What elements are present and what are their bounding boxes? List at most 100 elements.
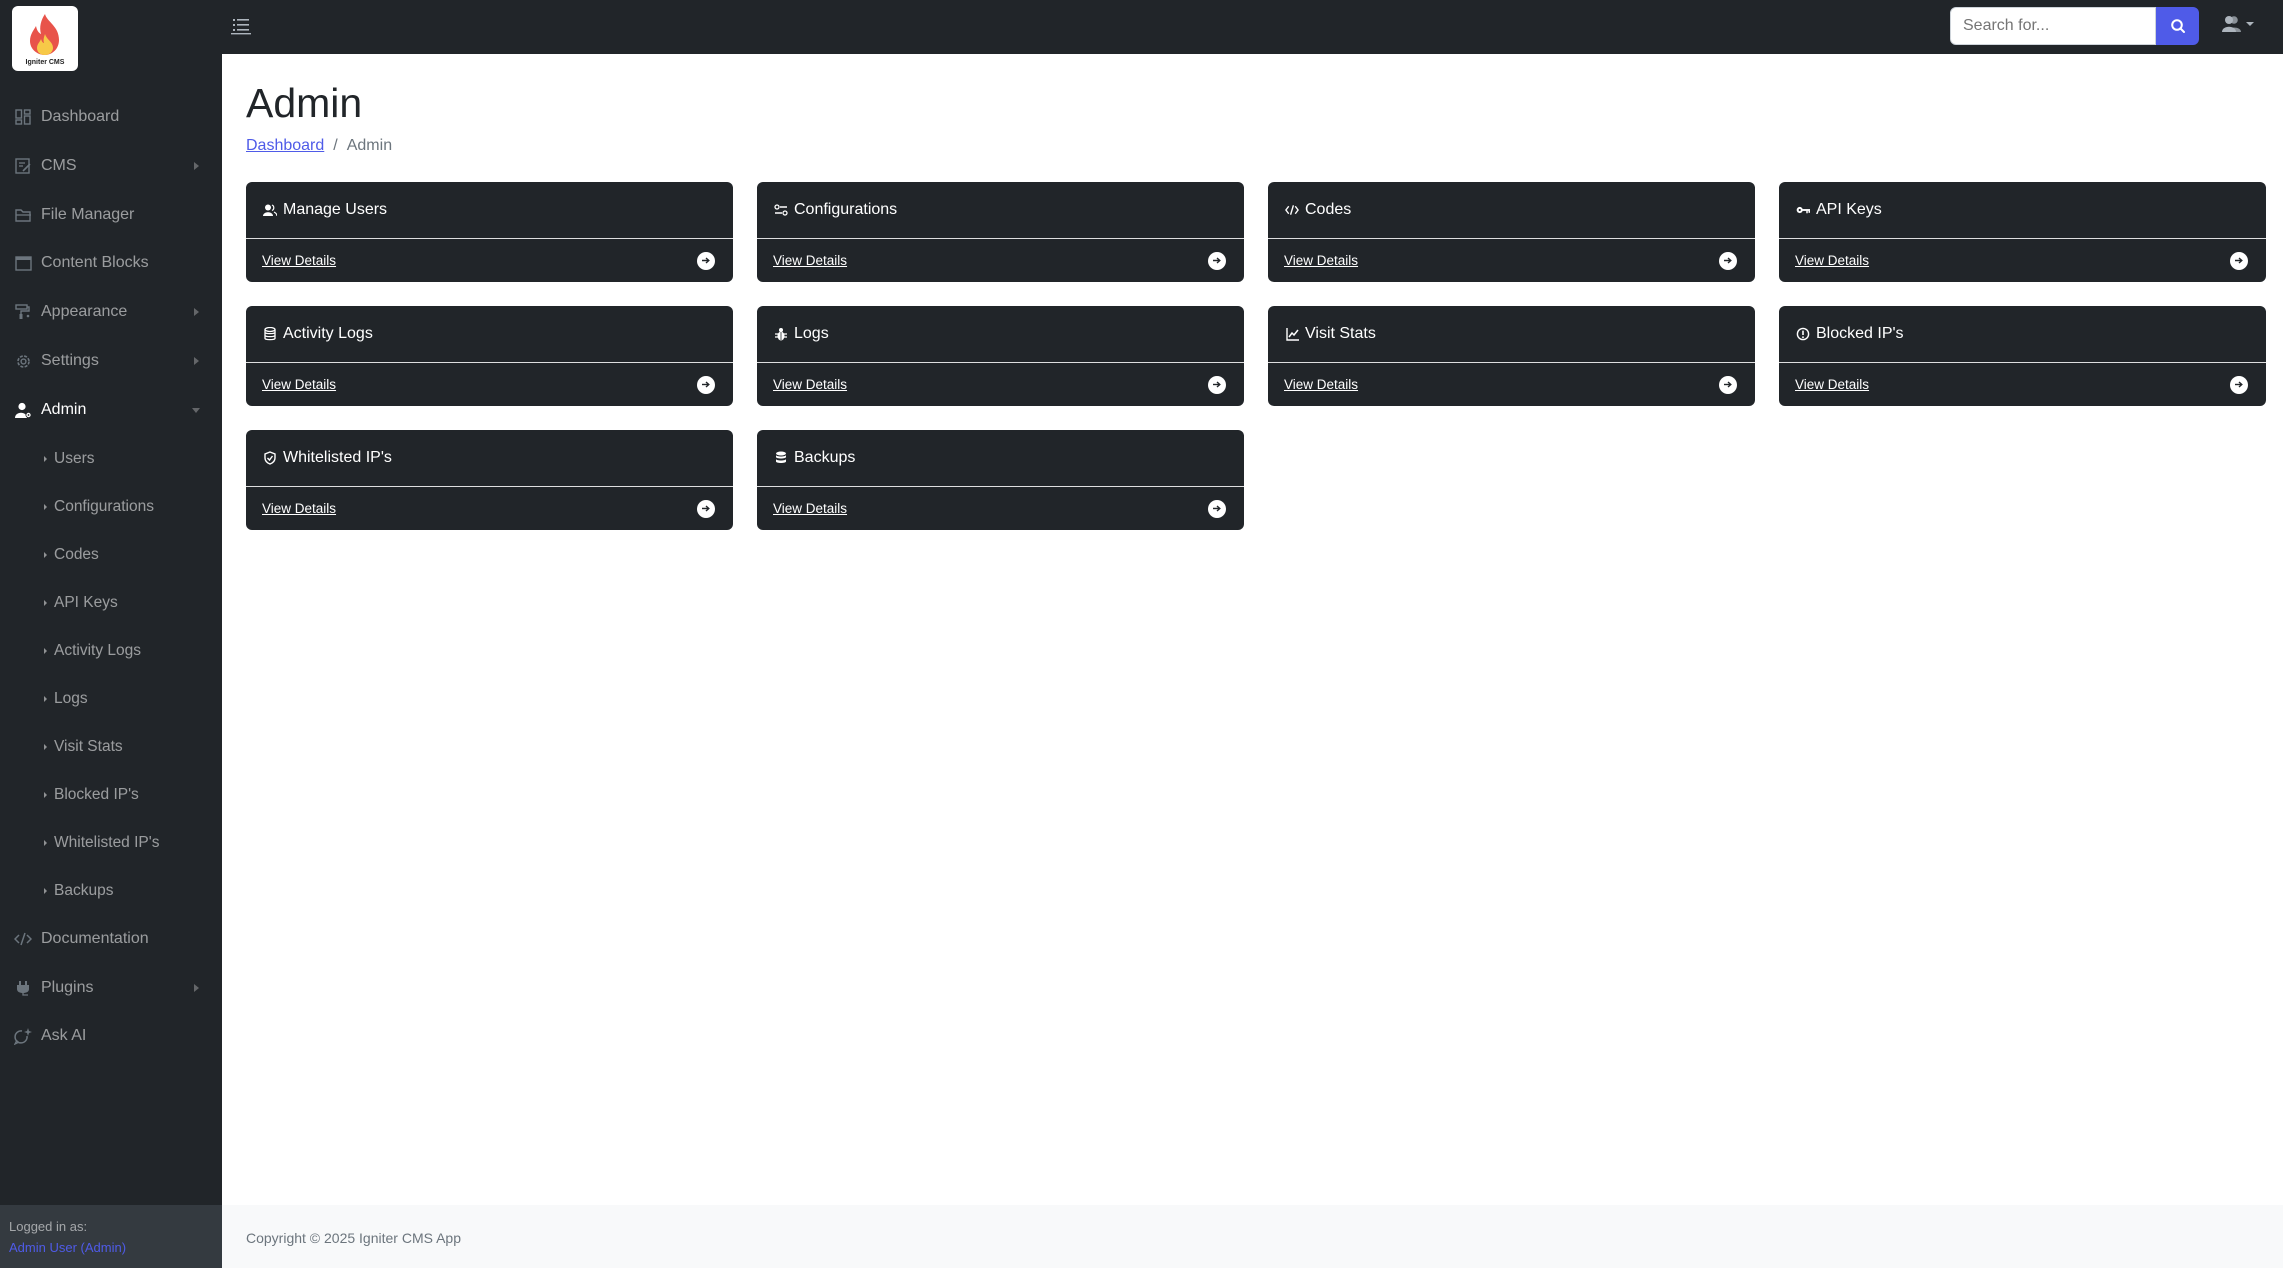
key-icon [1796,203,1810,217]
user-gear-icon [14,401,32,419]
sidebar-item-plugins[interactable]: Plugins [0,968,222,1008]
sidebar-item-cms[interactable]: CMS [0,146,222,186]
sidebar-subitem-visit-stats[interactable]: Visit Stats [0,729,222,765]
view-details-link[interactable]: View Details [773,253,848,268]
caret-right-icon [44,504,47,510]
caret-right-icon [44,456,47,462]
view-details-link[interactable]: View Details [262,501,337,516]
card-title: Blocked IP's [1816,325,1904,342]
arrow-right-circle-icon[interactable] [2230,251,2248,270]
card-codes: Codes View Details [1268,182,1755,282]
chevron-right-icon [194,308,199,316]
sidebar-subitem-whitelisted-ips[interactable]: Whitelisted IP's [0,825,222,861]
sidebar-toggle-button[interactable] [231,17,251,35]
chevron-right-icon [194,984,199,992]
users-icon [2222,16,2241,32]
sidebar-item-label: CMS [41,157,77,174]
sidebar-subitem-label: Backups [54,882,114,899]
card-title: API Keys [1816,201,1882,218]
caret-right-icon [44,600,47,606]
sidebar-subitem-label: Users [54,450,95,467]
breadcrumb: Dashboard / Admin [246,137,392,155]
sidebar-item-content-blocks[interactable]: Content Blocks [0,243,222,283]
window-icon [14,254,32,272]
view-details-link[interactable]: View Details [262,377,337,392]
sidebar-subitem-logs[interactable]: Logs [0,681,222,717]
brand-logo[interactable]: Igniter CMS [12,6,78,71]
bug-icon [774,327,788,341]
sidebar-subitem-label: Configurations [54,498,154,515]
arrow-right-circle-icon[interactable] [697,375,715,394]
sidebar-subitem-backups[interactable]: Backups [0,873,222,909]
list-icon [231,19,251,35]
sidebar-subitem-api-keys[interactable]: API Keys [0,585,222,621]
logged-in-user-link[interactable]: Admin User (Admin) [9,1240,127,1255]
arrow-right-circle-icon[interactable] [697,499,715,518]
sidebar-item-label: Documentation [41,930,149,947]
sidebar-item-label: Plugins [41,979,94,996]
search-form [1950,7,2199,45]
users-icon [263,203,277,217]
sidebar-subitem-label: Whitelisted IP's [54,834,160,851]
arrow-right-circle-icon[interactable] [2230,375,2248,394]
sidebar-item-appearance[interactable]: Appearance [0,292,222,332]
search-button[interactable] [2156,7,2199,45]
view-details-link[interactable]: View Details [1284,253,1359,268]
gear-icon [14,352,32,370]
card-title: Activity Logs [283,325,373,342]
chat-sparkle-icon [14,1027,32,1045]
sidebar-subitem-configurations[interactable]: Configurations [0,489,222,525]
caret-right-icon [44,744,47,750]
sidebar-item-documentation[interactable]: Documentation [0,919,222,959]
view-details-link[interactable]: View Details [1795,253,1870,268]
card-configurations: Configurations View Details [757,182,1244,282]
top-navbar [0,0,2283,54]
arrow-right-circle-icon[interactable] [1208,251,1226,270]
chevron-right-icon [194,357,199,365]
breadcrumb-current: Admin [346,137,393,154]
caret-right-icon [44,888,47,894]
sidebar-subitem-codes[interactable]: Codes [0,537,222,573]
view-details-link[interactable]: View Details [1284,377,1359,392]
view-details-link[interactable]: View Details [773,377,848,392]
flame-icon [30,13,59,55]
database-icon [774,451,788,465]
sidebar-subitem-label: Activity Logs [54,642,142,659]
view-details-link[interactable]: View Details [773,501,848,516]
caret-right-icon [44,792,47,798]
card-manage-users: Manage Users View Details [246,182,733,282]
arrow-right-circle-icon[interactable] [1719,375,1737,394]
edit-icon [14,157,32,175]
search-icon [2170,19,2185,33]
breadcrumb-separator: / [333,137,338,154]
sidebar-item-dashboard[interactable]: Dashboard [0,97,222,137]
sidebar-item-settings[interactable]: Settings [0,341,222,381]
breadcrumb-dashboard-link[interactable]: Dashboard [246,137,325,154]
arrow-right-circle-icon[interactable] [1208,499,1226,518]
arrow-right-circle-icon[interactable] [1719,251,1737,270]
arrow-right-circle-icon[interactable] [1208,375,1226,394]
card-activity-logs: Activity Logs View Details [246,306,733,406]
brand-name: Igniter CMS [25,58,65,66]
user-menu-dropdown[interactable] [2222,15,2254,33]
sidebar-subitem-users[interactable]: Users [0,441,222,477]
view-details-link[interactable]: View Details [262,253,337,268]
sidebar-subitem-blocked-ips[interactable]: Blocked IP's [0,777,222,813]
card-visit-stats: Visit Stats View Details [1268,306,1755,406]
code-icon [14,930,32,948]
search-input[interactable] [1950,7,2156,45]
sidebar-subitem-label: Visit Stats [54,738,123,755]
sidebar: Dashboard CMS File Manager Content Block… [0,54,222,1205]
logged-in-label: Logged in as: [9,1219,88,1234]
sidebar-item-file-manager[interactable]: File Manager [0,195,222,235]
page-title: Admin [246,80,363,126]
sliders-icon [774,203,788,217]
view-details-link[interactable]: View Details [1795,377,1870,392]
sidebar-item-admin[interactable]: Admin [0,390,222,430]
arrow-right-circle-icon[interactable] [697,251,715,270]
sidebar-item-ask-ai[interactable]: Ask AI [0,1016,222,1056]
sidebar-subitem-label: Logs [54,690,88,707]
chevron-down-icon [2246,22,2254,26]
sidebar-subitem-label: Codes [54,546,99,563]
sidebar-subitem-activity-logs[interactable]: Activity Logs [0,633,222,669]
